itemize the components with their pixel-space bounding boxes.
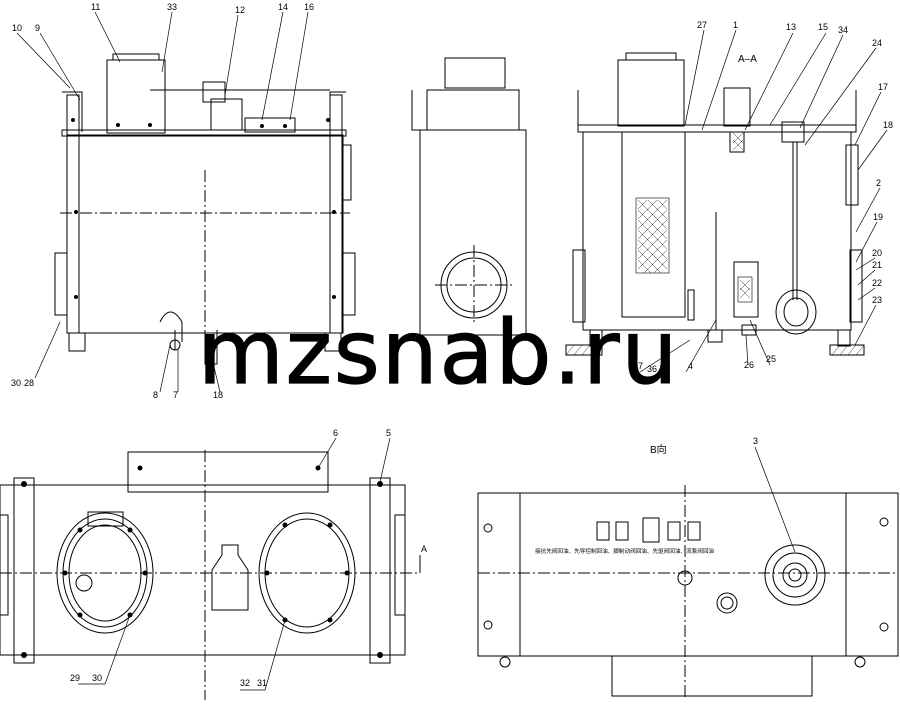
svg-text:36: 36 bbox=[647, 364, 657, 374]
svg-text:6: 6 bbox=[333, 428, 338, 438]
return-oil-note: 接抗先阀回油、先导控制回油、脚制动阀回油、先驱阀回油、流泵阀回油 bbox=[535, 547, 714, 555]
svg-text:35: 35 bbox=[660, 364, 670, 374]
front-view-labels: 10 9 11 33 12 14 16 30 28 8 7 18 bbox=[11, 2, 314, 400]
top-view-labels: 6 5 29 30 32 31 A bbox=[70, 428, 427, 688]
svg-text:15: 15 bbox=[818, 22, 828, 32]
top-view-leaders bbox=[78, 437, 391, 691]
view-b-labels: 3 B向 接抗先阀回油、先导控制回油、脚制动阀回油、先驱阀回油、流泵阀回油 bbox=[535, 436, 758, 555]
section-labels: 27 1 13 15 34 24 17 18 2 19 20 21 22 23 … bbox=[633, 20, 893, 374]
svg-text:12: 12 bbox=[235, 5, 245, 15]
view-a-marker: A bbox=[421, 544, 427, 554]
svg-text:18: 18 bbox=[213, 390, 223, 400]
svg-text:26: 26 bbox=[744, 360, 754, 370]
svg-text:16: 16 bbox=[304, 2, 314, 12]
svg-text:1: 1 bbox=[733, 20, 738, 30]
svg-text:11: 11 bbox=[91, 2, 100, 12]
svg-text:29: 29 bbox=[70, 673, 80, 683]
svg-text:32: 32 bbox=[240, 678, 250, 688]
svg-text:34: 34 bbox=[838, 25, 848, 35]
svg-text:7: 7 bbox=[173, 390, 178, 400]
view-b bbox=[477, 485, 899, 700]
svg-text:33: 33 bbox=[167, 2, 177, 12]
svg-text:17: 17 bbox=[878, 82, 888, 92]
svg-text:18: 18 bbox=[883, 120, 893, 130]
svg-text:4: 4 bbox=[688, 361, 693, 371]
svg-text:10: 10 bbox=[12, 23, 22, 33]
section-hatching bbox=[565, 132, 865, 356]
svg-text:25: 25 bbox=[766, 354, 776, 364]
svg-text:5: 5 bbox=[386, 428, 391, 438]
svg-text:22: 22 bbox=[872, 278, 882, 288]
svg-text:23: 23 bbox=[872, 295, 882, 305]
svg-text:2: 2 bbox=[876, 178, 881, 188]
svg-text:28: 28 bbox=[24, 378, 34, 388]
svg-text:24: 24 bbox=[872, 38, 882, 48]
svg-text:21: 21 bbox=[872, 260, 882, 270]
svg-text:9: 9 bbox=[35, 23, 40, 33]
svg-text:31: 31 bbox=[257, 678, 267, 688]
svg-text:19: 19 bbox=[873, 212, 883, 222]
svg-text:14: 14 bbox=[278, 2, 288, 12]
svg-text:8: 8 bbox=[153, 390, 158, 400]
svg-text:13: 13 bbox=[786, 22, 796, 32]
svg-text:37: 37 bbox=[633, 361, 643, 371]
top-view-bolts bbox=[21, 465, 383, 658]
svg-text:3: 3 bbox=[753, 436, 758, 446]
front-view bbox=[54, 53, 356, 365]
svg-text:30: 30 bbox=[11, 378, 21, 388]
section-view bbox=[565, 52, 865, 356]
view-b-leaders bbox=[754, 446, 796, 553]
front-view-leaders bbox=[16, 11, 309, 393]
svg-text:20: 20 bbox=[872, 248, 882, 258]
svg-text:27: 27 bbox=[697, 20, 707, 30]
top-view bbox=[0, 450, 421, 700]
watermark: mzsnab.ru bbox=[198, 301, 679, 404]
section-leaders bbox=[639, 29, 888, 373]
view-b-title: B向 bbox=[650, 443, 667, 456]
section-title: A–A bbox=[738, 54, 757, 65]
side-view bbox=[411, 57, 527, 336]
svg-text:30: 30 bbox=[92, 673, 102, 683]
